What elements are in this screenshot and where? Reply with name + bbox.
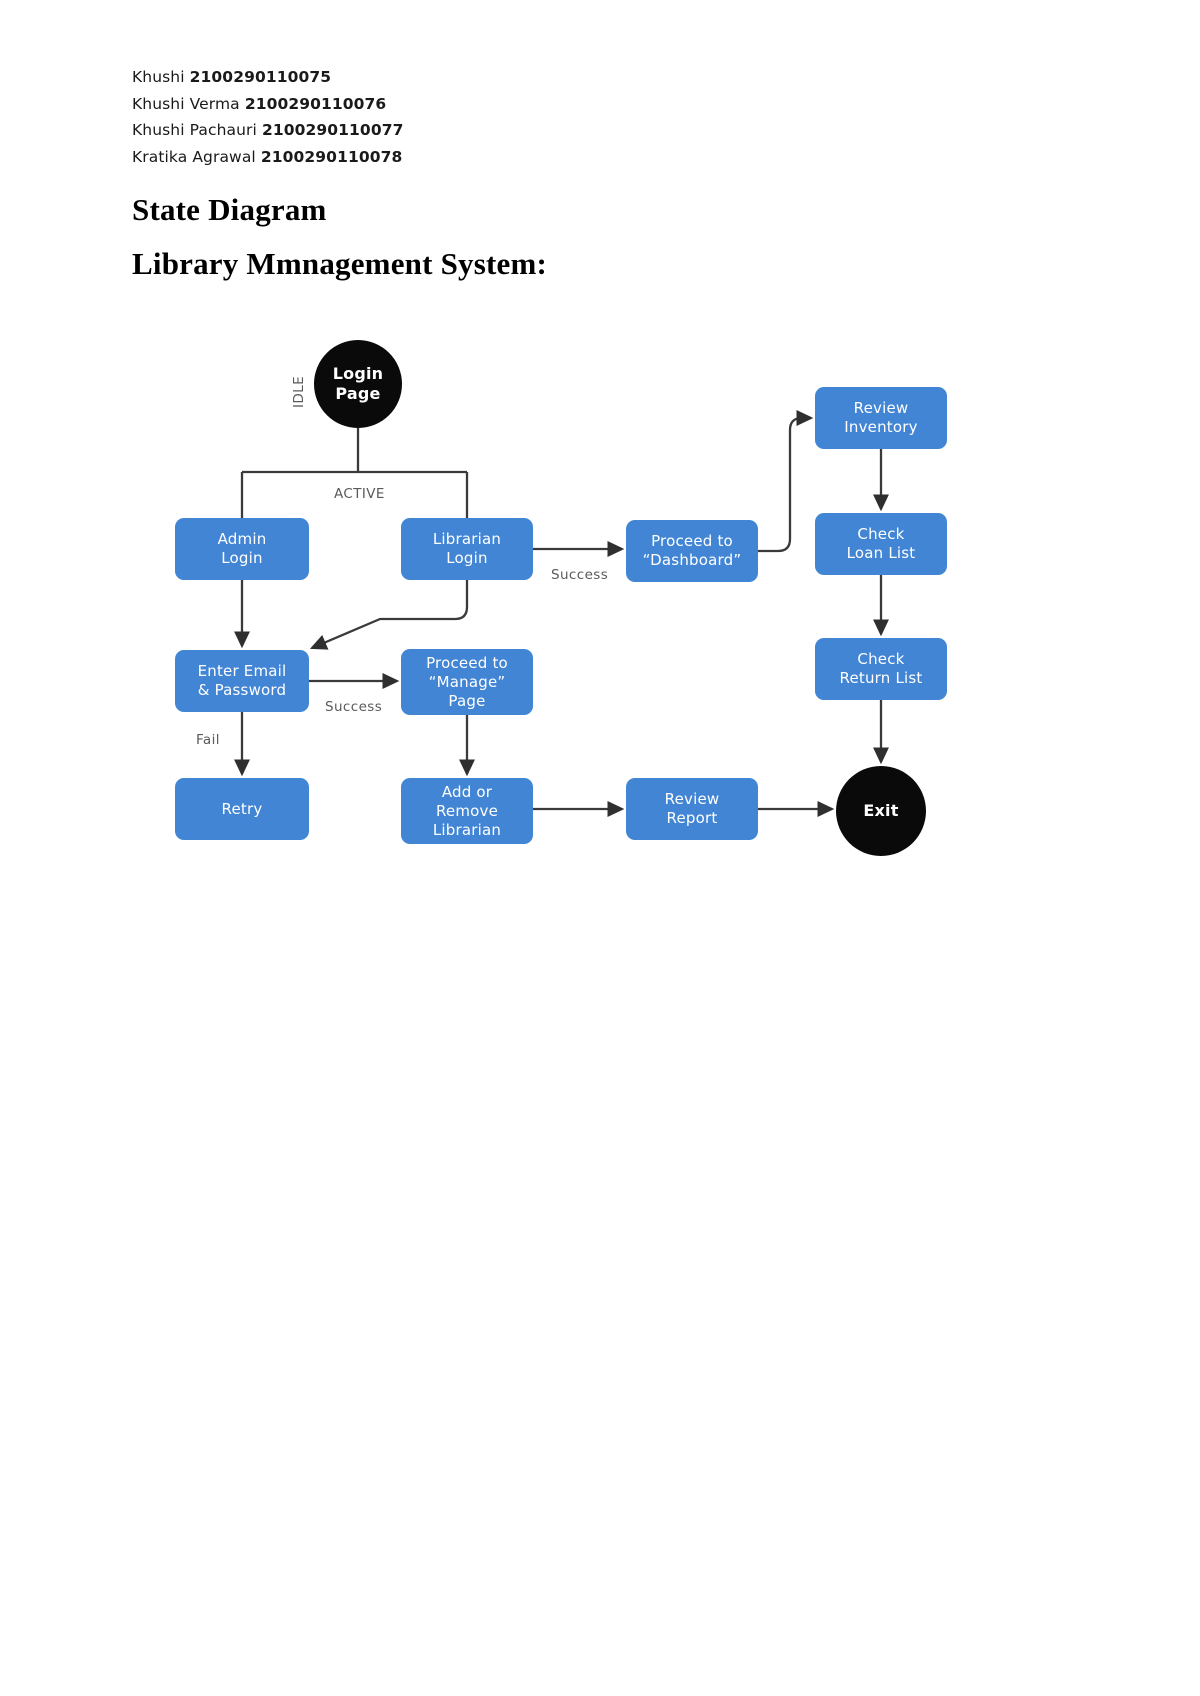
author-roll-4: 2100290110078: [260, 147, 403, 166]
author-line-1: Khushi 2100290110075: [132, 64, 832, 91]
state-node-proceed-manage[interactable]: Proceed to “Manage” Page: [401, 649, 533, 715]
state-node-check-loan-list[interactable]: Check Loan List: [815, 513, 947, 575]
state-node-proceed-dashboard-label: Proceed to “Dashboard”: [642, 532, 742, 569]
author-list: Khushi 2100290110075 Khushi Verma 210029…: [132, 64, 832, 170]
state-node-check-return-list[interactable]: Check Return List: [815, 638, 947, 700]
state-node-proceed-dashboard[interactable]: Proceed to “Dashboard”: [626, 520, 758, 582]
page-subtitle: Library Mmnagement System:: [132, 246, 548, 281]
edge-dashboard-to-review-inventory: [758, 410, 814, 553]
state-node-proceed-manage-label: Proceed to “Manage” Page: [426, 653, 508, 710]
state-node-librarian-login[interactable]: Librarian Login: [401, 518, 533, 580]
state-node-librarian-login-label: Librarian Login: [432, 530, 502, 567]
state-node-enter-email-label: Enter Email & Password: [197, 662, 287, 699]
author-name-4: Kratika Agrawal: [132, 147, 261, 166]
state-node-review-inventory-label: Review Inventory: [844, 399, 918, 436]
author-name-2: Khushi Verma: [132, 94, 245, 113]
author-name-3: Khushi Pachauri: [132, 121, 262, 139]
diagram-edges: [234, 410, 889, 817]
state-node-review-inventory[interactable]: Review Inventory: [815, 387, 947, 449]
state-node-review-report-label: Review Report: [664, 790, 720, 827]
edge-label-success-dashboard: Success: [551, 567, 609, 583]
author-roll-2: 2100290110076: [244, 94, 387, 113]
state-node-admin-login-label: Admin Login: [217, 530, 267, 567]
state-node-review-report[interactable]: Review Report: [626, 778, 758, 840]
state-node-retry[interactable]: Retry: [175, 778, 309, 840]
edge-label-idle: IDLE: [291, 375, 307, 408]
edge-label-active: ACTIVE: [334, 486, 385, 502]
state-node-check-return-list-label: Check Return List: [839, 650, 923, 687]
state-node-enter-email[interactable]: Enter Email & Password: [175, 650, 309, 712]
edge-label-success-manage: Success: [325, 699, 383, 715]
state-node-add-remove-librarian-label: Add or Remove Librarian: [432, 782, 502, 839]
author-roll-1: 2100290110075: [189, 68, 332, 86]
state-node-exit-label: Exit: [863, 801, 899, 820]
author-line-4: Kratika Agrawal 2100290110078: [132, 144, 832, 171]
author-name-1: Khushi: [132, 68, 190, 86]
state-node-retry-label: Retry: [221, 799, 263, 818]
state-node-admin-login[interactable]: Admin Login: [175, 518, 309, 580]
state-node-check-loan-list-label: Check Loan List: [846, 525, 916, 562]
edge-librarian-to-enter-email: [309, 580, 469, 650]
state-diagram-canvas: Login Page Admin Login Librarian Login P…: [0, 310, 1200, 890]
author-roll-3: 2100290110077: [261, 121, 404, 139]
state-node-exit[interactable]: Exit: [836, 766, 926, 856]
edge-label-fail: Fail: [196, 732, 220, 748]
author-line-2: Khushi Verma 2100290110076: [132, 91, 832, 118]
author-line-3: Khushi Pachauri 2100290110077: [132, 117, 832, 144]
state-node-add-remove-librarian[interactable]: Add or Remove Librarian: [401, 778, 533, 844]
page-title: State Diagram: [132, 192, 327, 227]
state-node-login-page[interactable]: Login Page: [314, 340, 402, 428]
state-node-login-page-label: Login Page: [332, 364, 384, 403]
